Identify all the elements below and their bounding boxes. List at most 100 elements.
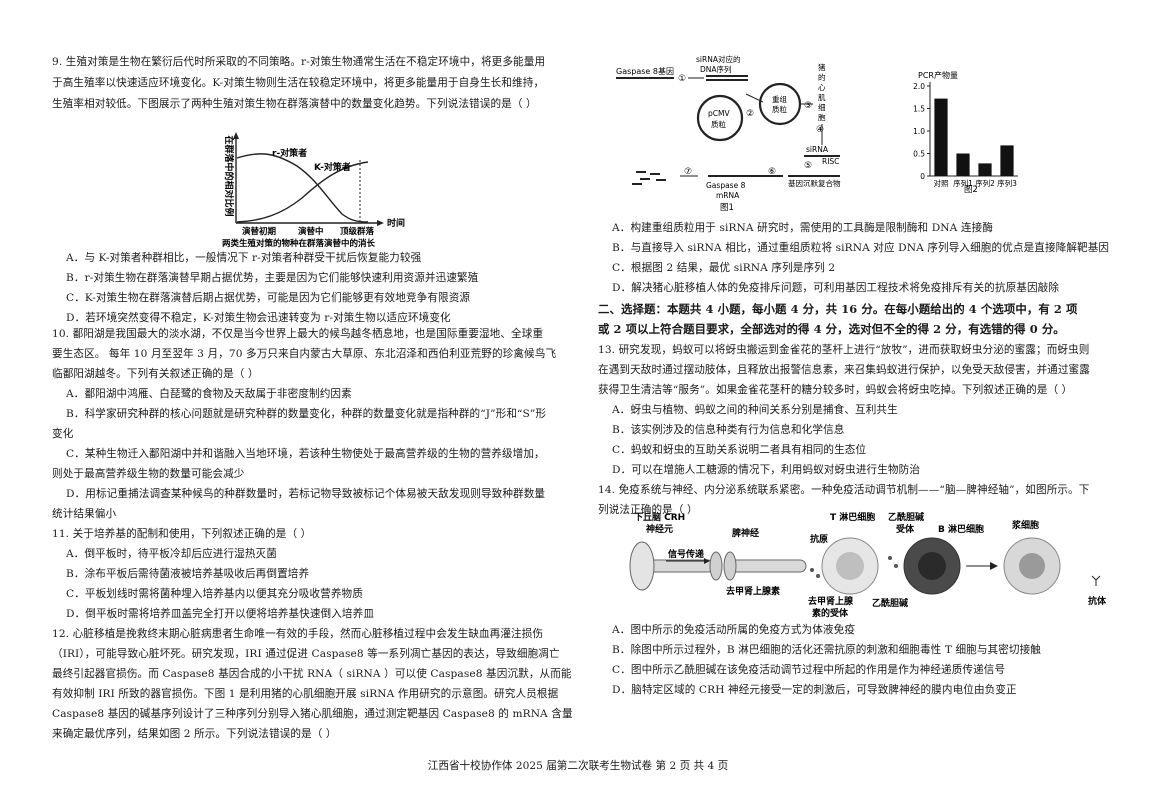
q9-option-c: C．K-对策生物在群落演替后期占据优势，可能是因为它们能够更有效地竞争有限资源 <box>66 292 471 304</box>
fig1-pcmv-1: pCMV <box>708 109 730 118</box>
fig1-step5: ⑤ <box>804 161 812 171</box>
section2-heading-line2: 或 2 项以上符合题目要求，全部选对的得 4 分，选对但不全的得 2 分，有选错… <box>598 322 1065 336</box>
q11-option-d: D．倒平板时需将培养皿盖完全打开以便将培养基快速倒入培养皿 <box>66 608 375 620</box>
q9-succession-chart: 在群落中的相对比例 r-对策者 K-对策者 时间 演替初期 演替中 顶级群落 两… <box>222 132 405 248</box>
fig2-bar-3 <box>978 163 992 176</box>
fig2-bar-2 <box>956 153 970 176</box>
q14-norepi: 去甲肾上腺素 <box>726 585 780 597</box>
fig2-ytick-label: 1.5 <box>913 105 925 114</box>
fig1-recombinant-2: 质粒 <box>772 104 787 114</box>
q9-stage-mid: 演替中 <box>298 226 324 237</box>
fig1-step1: ① <box>678 74 686 84</box>
fig1-pig-4: 肌 <box>818 93 826 102</box>
fig2-ytick-label: 0 <box>920 172 925 181</box>
fig1-step3: ③ <box>804 101 812 111</box>
q14-norepi-receptor-1: 去甲肾上腺 <box>808 595 854 607</box>
q9-stage-early: 演替初期 <box>242 226 277 237</box>
q14-b-cell: B 淋巴细胞 <box>938 523 984 535</box>
fig2-ytick-label: 2.0 <box>913 82 925 91</box>
fig2-ylabel: PCR产物量 <box>918 70 958 80</box>
q14-crh-2: 神经元 <box>646 523 673 535</box>
q9-ylabel: 在群落中的相对比例 <box>223 135 235 216</box>
q9-stage-climax: 顶级群落 <box>340 226 375 237</box>
q9-xlabel: 时间 <box>387 217 405 229</box>
fig2-category-label: 序列1 <box>953 178 973 188</box>
q12-figure1-diagram: Gaspase 8基因 ① siRNA对应的 DNA序列 pCMV 质粒 ② 重… <box>616 54 841 213</box>
fig1-step7: ⑦ <box>684 167 692 177</box>
q12-stem-line2: （IRI），可能导致心脏坏死。研究发现，IRI 通过促进 Caspase8 等一… <box>52 648 560 660</box>
fig1-pcmv-2: 质粒 <box>711 119 726 129</box>
q10-stem-line2: 要生态区。 每年 10 月至翌年 3 月，70 多万只来自内蒙古大草原、东北沼泽… <box>52 348 557 360</box>
q14-signal: 信号传递 <box>668 548 704 560</box>
q12-option-a: A．构建重组质粒用于 siRNA 研究时，需使用的工具酶是限制酶和 DNA 连接… <box>612 222 993 234</box>
q9-r-label: r-对策者 <box>272 147 307 159</box>
q9-stem-line3: 生殖率相对较低。下图展示了两种生殖对策生物在群落演替中的数量变化趋势。下列说法错… <box>52 98 537 110</box>
fig2-bar-4 <box>1000 145 1014 176</box>
q10-stem-line3: 临鄱阳湖越冬。下列有关叙述正确的是（ ） <box>52 368 259 380</box>
fig2-category-label: 对照 <box>934 178 949 188</box>
q13-option-b: B．该实例涉及的信息种类有行为信息和化学信息 <box>612 424 845 436</box>
q14-option-c: C．图中所示乙酰胆碱在该免疫活动调节过程中所起的作用是作为神经递质传递信号 <box>612 664 1006 676</box>
q13-stem-line1: 13. 研究发现，蚂蚁可以将蚜虫搬运到金雀花的茎杆上进行“放牧”，进而获取蚜虫分… <box>598 344 1090 356</box>
fig2-ytick-label: 1.0 <box>913 127 925 136</box>
q14-crh-1: 下丘脑 CRH <box>634 511 685 523</box>
q14-option-d: D．脑特定区域的 CRH 神经元接受一定的刺激后，可导致脾神经的膜内电位由负变正 <box>612 684 1017 696</box>
q9-caption: 两类生殖对策的物种在群落演替中的消长 <box>222 238 376 248</box>
q13-option-c: C．蚂蚁和蚜虫的互助关系说明二者具有相同的生态位 <box>612 444 867 456</box>
page-footer: 江西省十校协作体 2025 届第二次联考生物试卷 第 2 页 共 4 页 <box>427 760 729 772</box>
fig2-ytick-label: 0.5 <box>913 150 925 159</box>
q12-option-c: C．根据图 2 结果，最优 siRNA 序列是序列 2 <box>612 262 836 274</box>
q10-option-c: C．某种生物迁入鄱阳湖中并和谐融入当地环境，若该种生物使处于最高营养级的生物的营… <box>66 448 545 460</box>
fig1-pig-6: 胞 <box>818 112 826 122</box>
fig1-mrna-2: mRNA <box>716 191 740 200</box>
fig1-recombinant-1: 重组 <box>772 94 787 104</box>
q14-stem-line1: 14. 免疫系统与神经、内分泌系统联系紧密。一种免疫活动调节机制——“脑—脾神经… <box>598 484 1090 496</box>
q14-ach-receptor-2: 受体 <box>896 523 915 535</box>
q13-stem-line3: 获得卫生清洁等“服务”。如果金雀花茎秆的糖分较多时，蚂蚁会将蚜虫吃掉。下列叙述正… <box>598 384 1073 396</box>
q12-stem-line1: 12. 心脏移植是挽救终末期心脏病患者生命唯一有效的手段，然而心脏移植过程中会发… <box>52 628 544 640</box>
fig1-sirna-dna-2: DNA序列 <box>700 64 732 74</box>
q9-option-d: D．若环境突然变得不稳定，K-对策生物会迅速转变为 r-对策生物以适应环境变化 <box>66 312 451 324</box>
fig1-complex: 基因沉默复合物 <box>788 178 841 188</box>
fig1-mrna-1: Gaspase 8 <box>706 181 746 190</box>
fig1-step2: ② <box>746 109 754 119</box>
q10-option-a: A．鄱阳湖中鸿雁、白琵鹭的食物及天敌属于非密度制约因素 <box>66 388 352 400</box>
fig1-degraded-fragments <box>632 171 666 185</box>
fig1-pig-3: 心 <box>818 83 826 92</box>
fig1-step6: ⑥ <box>768 167 776 177</box>
q14-plasma: 浆细胞 <box>1011 519 1039 531</box>
q11-option-a: A．倒平板时，待平板冷却后应进行湿热灭菌 <box>66 548 277 560</box>
fig2-bar-1 <box>934 98 948 176</box>
q14-antibody: 抗体 <box>1088 595 1107 607</box>
q14-option-a: A．图中所示的免疫活动所属的免疫方式为体液免疫 <box>612 624 856 636</box>
fig1-step4: ④ <box>816 125 824 135</box>
fig1-gaspase-gene: Gaspase 8基因 <box>616 66 674 76</box>
q14-ach: 乙酰胆碱 <box>872 597 908 609</box>
q10-option-b: B．科学家研究种群的核心问题就是研究种群的数量变化，种群的数量变化就是指种群的“… <box>66 408 547 420</box>
q10-option-b-cont: 变化 <box>52 428 74 440</box>
fig1-pig-5: 细 <box>818 102 826 112</box>
q14-ach-receptor-1: 乙酰胆碱 <box>888 511 924 523</box>
q9-stem-line2: 于高生殖率以快速适应环境变化。K-对策生物则生活在较稳定环境中，将更多能量用于自… <box>52 77 545 89</box>
fig1-sirna: siRNA <box>806 145 829 154</box>
q13-option-d: D．可以在增施人工糖源的情况下，利用蚂蚁对蚜虫进行生物防治 <box>612 464 921 476</box>
q13-stem-line2: 在遇到天敌时通过摆动肢体，且释放出报警信息素，来召集蚂蚁进行保护，以免受天敌侵害… <box>598 364 1090 376</box>
q12-option-b: B．与直接导入 siRNA 相比，通过重组质粒将 siRNA 对应 DNA 序列… <box>612 242 1110 254</box>
fig2-caption: 图2 <box>964 185 978 195</box>
q10-option-d-cont: 统计结果偏小 <box>52 508 117 520</box>
q11-stem: 11. 关于培养基的配制和使用，下列叙述正确的是（ ） <box>52 528 312 540</box>
q9-stem-line1: 9. 生殖对策是生物在繁衍后代时所采取的不同策略。r-对策生物通常生活在不稳定环… <box>52 56 546 68</box>
q9-k-label: K-对策者 <box>314 161 351 173</box>
q10-option-d: D．用标记重捕法调查某种候鸟的种群数量时，若标记物导致被标记个体易被天敌发现则导… <box>66 488 546 500</box>
q13-option-a: A．蚜虫与植物、蚂蚁之间的种间关系分别是捕食、互利共生 <box>612 404 898 416</box>
q14-option-b: B．除图中所示过程外，B 淋巴细胞的活化还需抗原的刺激和细胞毒性 T 细胞与其密… <box>612 644 1042 656</box>
q11-option-c: C．平板划线时需将菌种埋入培养基内以便其充分吸收营养物质 <box>66 588 363 600</box>
fig1-caption: 图1 <box>720 203 734 213</box>
q11-option-b: B．涂布平板后需待菌液被培养基吸收后再倒置培养 <box>66 568 310 580</box>
q9-option-b: B．r-对策生物在群落演替早期占据优势，主要是因为它们能够快速利用资源并迅速繁殖 <box>66 272 479 284</box>
q10-stem-line1: 10. 鄱阳湖是我国最大的淡水湖，不仅是当今世界上最大的候鸟越冬栖息地，也是国际… <box>52 328 544 340</box>
q9-option-a: A．与 K-对策者种群相比，一般情况下 r-对策者种群受干扰后恢复能力较强 <box>66 252 422 264</box>
q10-option-c-cont: 则处于最高营养级生物的数量可能会减少 <box>52 468 245 480</box>
q12-stem-line5: Caspase8 基因的碱基序列设计了三种序列分别导入猪心肌细胞，通过测定靶基因… <box>52 708 573 720</box>
